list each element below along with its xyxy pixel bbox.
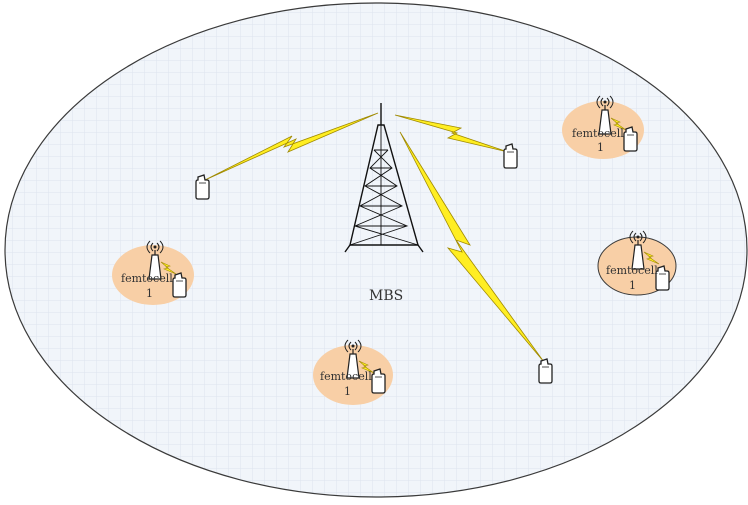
mbs-label: MBS xyxy=(369,288,403,304)
femtocell-index: 1 xyxy=(629,279,636,292)
femtocell-label: femtocell xyxy=(572,127,624,140)
macro-base-station-tower xyxy=(344,103,424,253)
femtocell-group: femtocell 1 xyxy=(606,230,670,292)
femtocell-group: femtocell 1 xyxy=(121,240,187,300)
femtocell-index: 1 xyxy=(146,287,153,300)
femtocell-index: 1 xyxy=(344,385,351,398)
femtocell-index: 1 xyxy=(597,141,604,154)
femtocell-label: femtocell xyxy=(121,272,173,285)
femtocell-group: femtocell 1 xyxy=(320,339,386,398)
femtocell-group: femtocell 1 xyxy=(572,95,638,154)
femtocell-label: femtocell xyxy=(606,264,658,277)
macro-coverage-area xyxy=(4,2,748,498)
femtocell-label: femtocell xyxy=(320,370,372,383)
